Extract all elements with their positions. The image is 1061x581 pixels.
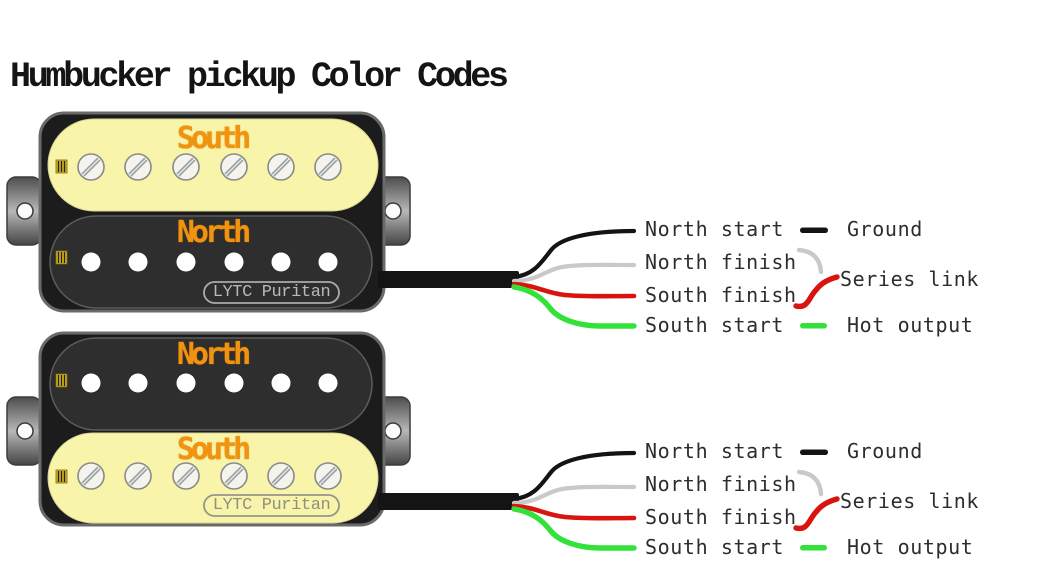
coil-south-cream [47, 118, 379, 212]
wire-north-finish [511, 484, 637, 506]
slug-pole-icon [176, 252, 196, 272]
coil-south-cream [47, 432, 379, 524]
wire-south-start [511, 284, 637, 329]
coil-north-black [49, 215, 373, 309]
slug-pole-row [81, 373, 338, 393]
screw-pole-row [77, 153, 342, 181]
screw-pole-icon [314, 462, 342, 490]
slug-pole-icon [128, 373, 148, 393]
label-series-link: Series link [840, 267, 980, 291]
pickup1-top-coil-label: South [176, 121, 251, 156]
screw-pole-icon [267, 462, 295, 490]
label-north-finish: North finish [645, 472, 797, 496]
wire-south-finish [511, 281, 637, 299]
hot-output-dash-icon [800, 545, 827, 551]
label-hot-output: Hot output [847, 535, 974, 559]
screw-pole-icon [220, 153, 248, 181]
label-ground: Ground [847, 217, 923, 241]
screw-pole-icon [172, 462, 200, 490]
brand-oval [203, 494, 340, 517]
slug-pole-icon [224, 252, 244, 272]
label-south-start: South start [645, 313, 785, 337]
pickup-1 [6, 111, 411, 313]
series-link-red-hook-icon [793, 496, 840, 532]
wire-north-finish [511, 262, 637, 284]
slug-pole-icon [271, 252, 291, 272]
screw-pole-icon [314, 153, 342, 181]
slug-pole-icon [224, 373, 244, 393]
slug-pole-icon [318, 252, 338, 272]
screw-pole-icon [77, 462, 105, 490]
screw-pole-icon [77, 153, 105, 181]
label-south-finish: South finish [645, 505, 797, 529]
wire-fan-2 [511, 449, 840, 551]
slug-pole-icon [81, 373, 101, 393]
screw-pole-icon [220, 462, 248, 490]
label-south-finish: South finish [645, 283, 797, 307]
label-north-start: North start [645, 439, 785, 463]
pickup2-top-coil-label: North [176, 337, 251, 372]
label-north-finish: North finish [645, 250, 797, 274]
pickup2-bottom-coil-label: South [176, 432, 251, 467]
screw-pole-icon [267, 153, 295, 181]
mounting-hole-icon [16, 422, 34, 440]
wire-north-start [511, 228, 637, 280]
mounting-hole-icon [384, 202, 402, 220]
coil-lead-icon [55, 250, 68, 265]
slug-pole-icon [318, 373, 338, 393]
ground-dash-icon [800, 449, 828, 455]
mounting-hole-icon [384, 422, 402, 440]
label-south-start: South start [645, 535, 785, 559]
coil-lead-icon [55, 159, 68, 174]
pickup2-brand-label: LYTC Puritan [212, 496, 331, 515]
series-link-gray-hook-icon [796, 247, 824, 275]
slug-pole-icon [271, 373, 291, 393]
slug-pole-icon [81, 252, 101, 272]
label-ground: Ground [847, 439, 923, 463]
slug-pole-icon [176, 373, 196, 393]
screw-pole-icon [172, 153, 200, 181]
coil-north-black [49, 337, 373, 431]
pickup-2 [6, 331, 411, 527]
screw-pole-row [77, 462, 342, 490]
screw-pole-icon [124, 462, 152, 490]
label-hot-output: Hot output [847, 313, 974, 337]
wire-south-finish [511, 503, 637, 521]
wire-south-start [511, 506, 637, 551]
slug-pole-icon [128, 252, 148, 272]
pickup1-brand-label: LYTC Puritan [212, 283, 331, 302]
ground-dash-icon [800, 227, 828, 233]
hot-output-dash-icon [800, 323, 827, 329]
coil-lead-icon [55, 373, 68, 388]
coil-lead-icon [55, 469, 68, 484]
wire-fan-1 [511, 227, 840, 329]
pickup1-bottom-coil-label: North [176, 215, 251, 250]
series-link-gray-hook-icon [796, 469, 824, 497]
brand-oval [203, 281, 340, 304]
label-north-start: North start [645, 217, 785, 241]
label-series-link: Series link [840, 489, 980, 513]
slug-pole-row [81, 252, 338, 272]
page-title: Humbucker pickup Color Codes [10, 57, 509, 97]
series-link-red-hook-icon [793, 274, 840, 310]
mounting-hole-icon [16, 202, 34, 220]
wire-north-start [511, 450, 637, 502]
pickup-cable [378, 271, 519, 288]
pickup-cable [378, 493, 519, 510]
screw-pole-icon [124, 153, 152, 181]
